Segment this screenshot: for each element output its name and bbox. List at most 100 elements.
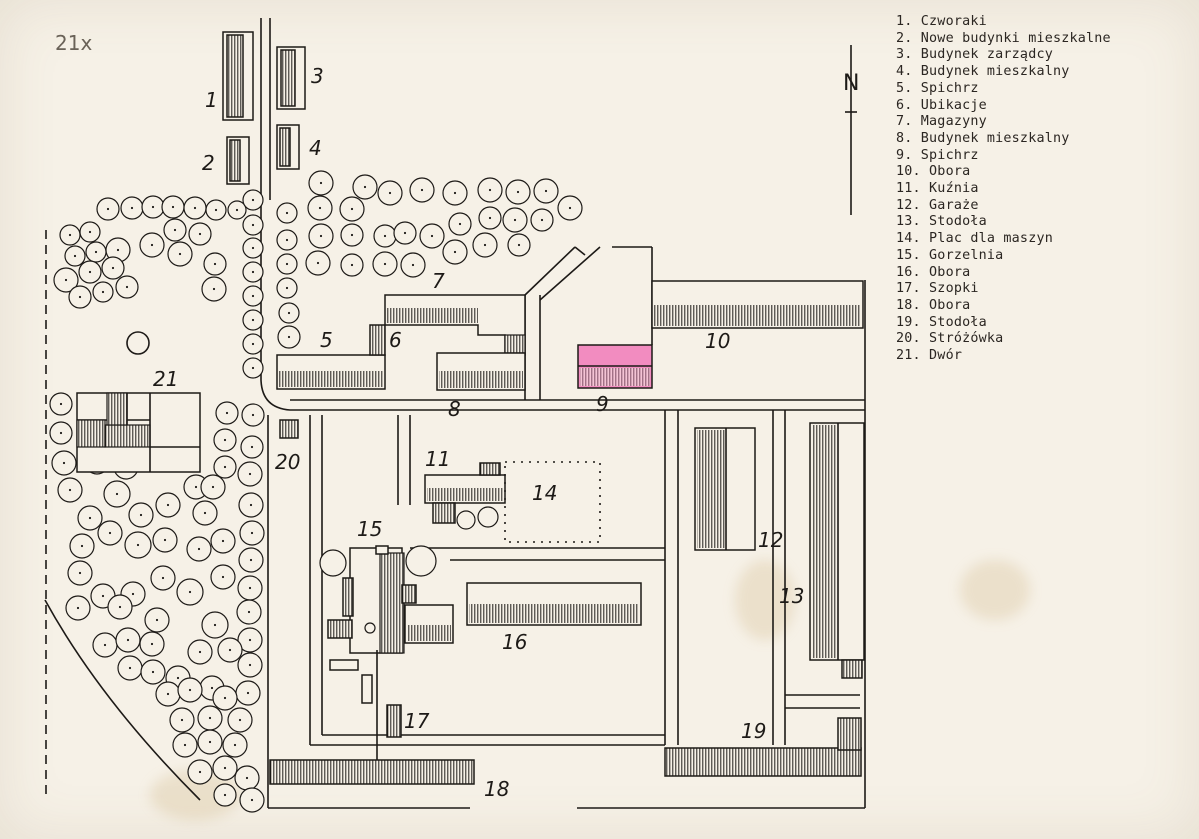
label-3: 3 [311,64,324,88]
tree-dot [106,207,110,211]
label-16: 16 [502,630,527,654]
legend-item: 10. Obora [896,164,971,180]
building-17 [386,704,402,738]
legend-item: 12. Garaże [896,197,979,213]
tree-dot [150,243,154,247]
tree-dot [108,531,112,535]
tree-dot [193,206,197,210]
label-9: 9 [596,392,609,416]
tree-dot [287,335,291,339]
label-5: 5 [320,328,333,352]
tree-dot [118,605,122,609]
legend-item: 18. Obora [896,297,971,313]
tree-dot [251,294,255,298]
tree-dot [59,431,63,435]
label-19: 19 [741,719,766,743]
tree-dot [78,295,82,299]
tree-dot [210,686,214,690]
tree-dot [235,208,239,212]
tree-dot [246,691,250,695]
tree-dot [130,206,134,210]
building-8 [436,352,526,391]
legend-item: 13. Stodoła [896,214,987,230]
building-7 [384,294,526,356]
legend-item: 5. Spichrz [896,80,979,96]
tree-dot [248,663,252,667]
tree-dot [88,516,92,520]
tree-dot [183,743,187,747]
building-12 [694,427,756,551]
tree-dot [238,718,242,722]
building-21 [76,331,201,473]
tree-dot [128,666,132,670]
tree-dot [116,248,120,252]
tree-dot [249,558,253,562]
tree-dot [285,211,289,215]
tree-dot [111,266,115,270]
tree-dot [166,692,170,696]
legend-item: 11. Kuźnia [896,181,979,197]
building-18 [269,759,475,785]
tree-dot [155,618,159,622]
label-17: 17 [404,709,430,733]
tree-dot [68,233,72,237]
label-10: 10 [705,329,730,353]
tree-dot [139,513,143,517]
tree-dot [212,287,216,291]
tree-dot [250,445,254,449]
tree-dot [88,230,92,234]
tree-dot [198,650,202,654]
building-1 [222,31,254,121]
tree-dot [166,503,170,507]
tree-dot [151,670,155,674]
label-7: 7 [432,269,445,293]
tree-dot [178,252,182,256]
legend-item: 9. Spichrz [896,147,979,163]
tree-dot [285,286,289,290]
tree-dot [403,231,407,235]
building-6 [369,324,386,356]
tree-dot [453,191,457,195]
legend-item: 7. Magazyny [896,114,987,130]
tree-dot [516,190,520,194]
building-4 [276,124,300,170]
tree-dot [208,740,212,744]
legend-item: 1. Czworaki [896,14,987,29]
corner-mark: 21x [55,31,92,55]
tree-dot [76,606,80,610]
tree-dot [213,262,217,266]
tree-dot [68,488,72,492]
tree-dot [250,531,254,535]
tree-dot [488,216,492,220]
tree-dot [420,188,424,192]
tree-dot [73,254,77,258]
tree-dot [103,643,107,647]
building-9 [577,344,653,389]
legend-item: 19. Stodoła [896,314,987,330]
label-2: 2 [202,151,215,175]
legend-item: 8. Budynek mieszkalny [896,130,1070,146]
tree-dot [318,206,322,210]
tree-dot [251,413,255,417]
tree-dot [197,547,201,551]
tree-dot [203,511,207,515]
tree-dot [59,402,63,406]
legend-item: 17. Szopki [896,281,979,297]
tree-dot [176,676,180,680]
tree-dot [251,198,255,202]
tree-dot [388,191,392,195]
legend-item: 2. Nowe budynki mieszkalne [896,30,1111,46]
tree-dot [383,234,387,238]
tree-dot [151,205,155,209]
tree-dot [383,262,387,266]
label-15: 15 [357,517,382,541]
tree-dot [213,623,217,627]
tree-dot [221,575,225,579]
tree-dot [517,243,521,247]
tree-dot [88,270,92,274]
tree-dot [248,586,252,590]
label-13: 13 [779,584,804,608]
tree-dot [94,250,98,254]
label-6: 6 [389,328,402,352]
